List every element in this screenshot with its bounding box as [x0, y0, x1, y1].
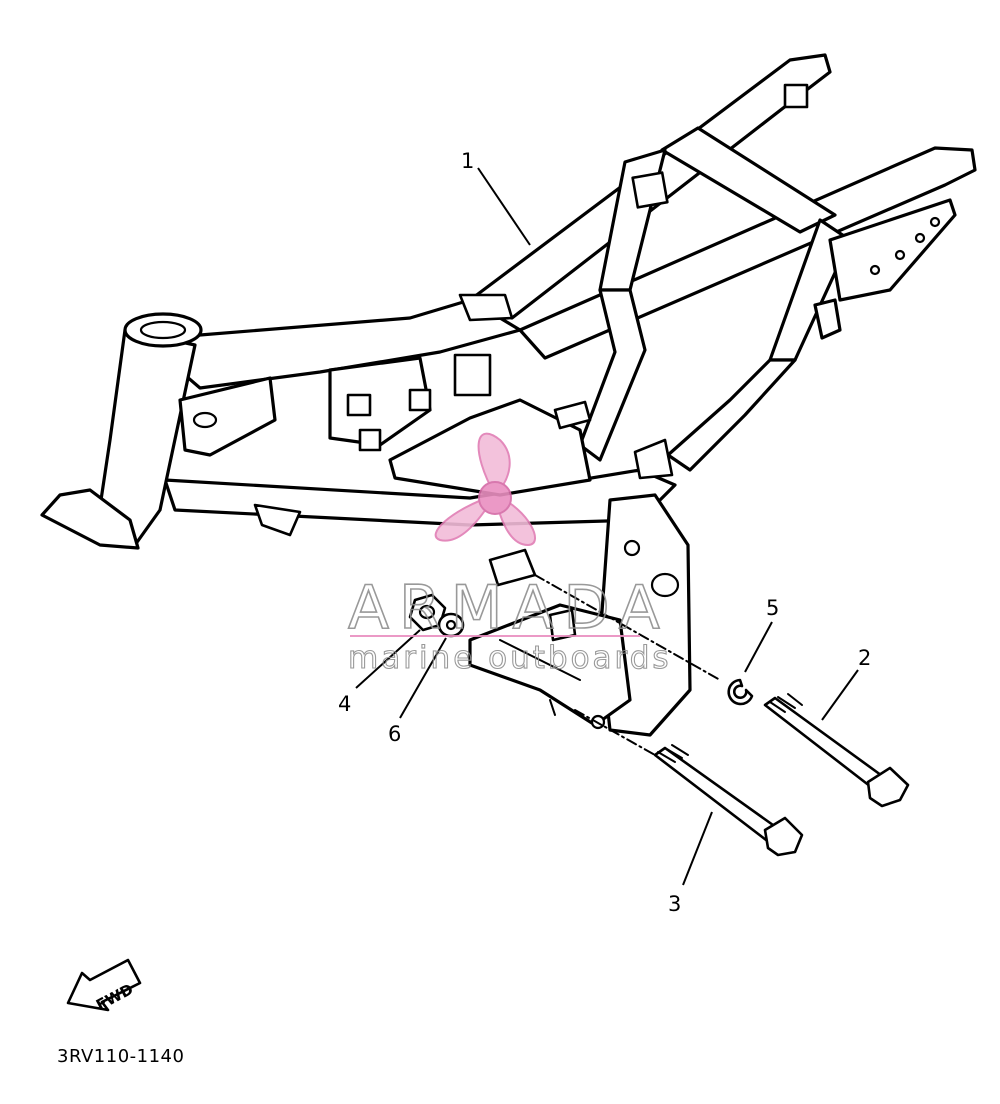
washer-6	[437, 612, 465, 638]
armada-watermark: ARMADA marine outboards	[347, 432, 672, 677]
callout-1: 1	[461, 149, 474, 173]
propeller-logo-icon	[434, 432, 536, 547]
callout-3: 3	[668, 892, 681, 916]
leader-5	[744, 621, 773, 673]
callout-2: 2	[858, 646, 871, 670]
leader-1	[477, 167, 531, 246]
bolt-3	[653, 744, 804, 857]
main-frame	[40, 53, 977, 737]
leader-6	[399, 637, 447, 719]
callout-5: 5	[766, 596, 779, 620]
leader-2	[821, 669, 859, 721]
part-code: 3RV110-1140	[57, 1046, 184, 1067]
callout-6: 6	[388, 722, 401, 746]
bolt-2	[763, 693, 910, 808]
watermark-brand: ARMADA	[348, 573, 670, 643]
leader-4	[355, 629, 421, 689]
clip-5	[727, 678, 754, 706]
forward-arrow-icon: FWD	[66, 958, 142, 1014]
watermark-tagline: marine outboards	[348, 640, 672, 676]
leader-3	[682, 811, 713, 886]
callout-4: 4	[338, 692, 351, 716]
